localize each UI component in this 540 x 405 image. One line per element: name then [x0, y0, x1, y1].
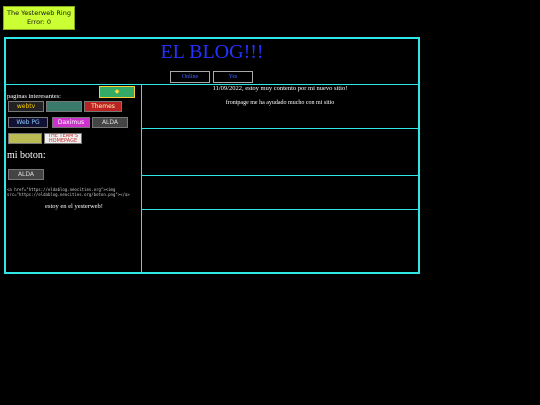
mi-boton-label: mi boton: [7, 150, 46, 161]
button-site-2[interactable] [46, 101, 82, 112]
embed-code: <a href="https://eldablog.neocities.org"… [7, 187, 130, 197]
column-divider [141, 84, 142, 272]
content-area: 11/09/2022, estoy muy contento por mi nu… [142, 85, 418, 272]
sidebar-heading: paginas interesantes: [7, 93, 61, 100]
content-divider-1 [142, 128, 418, 129]
embed-code-line-2: src="https://eldablog.neocities.org/boto… [7, 192, 130, 197]
button-daximus[interactable]: Daximus [52, 117, 90, 128]
header-image-yes: Yes [213, 71, 253, 83]
ring-error: Error: 0 [26, 18, 52, 26]
page-frame: EL BLOG!!! Online Yes ◆ paginas interesa… [4, 37, 420, 274]
header-image-online: Online [170, 71, 210, 83]
sidebar-badge[interactable]: ◆ [99, 86, 135, 98]
button-alda[interactable]: ALDA [92, 117, 128, 128]
content-divider-2 [142, 175, 418, 176]
page-title: EL BLOG!!! [160, 41, 264, 63]
content-divider-3 [142, 209, 418, 210]
yesterweb-ring-widget[interactable]: The Yesterweb Ring Error: 0 [3, 6, 75, 30]
mi-boton-image[interactable]: ALDA [8, 169, 44, 180]
embed-code-line-1: <a href="https://eldablog.neocities.org"… [7, 187, 116, 192]
post-note: frontpage me ha ayudado mucho con mi sit… [225, 100, 335, 106]
button-site-7[interactable] [8, 133, 42, 144]
button-webtv[interactable]: webtv [8, 101, 44, 112]
button-themes[interactable]: Themes [84, 101, 122, 112]
button-webpg[interactable]: Web PG [8, 117, 48, 128]
header-divider [6, 84, 418, 85]
ring-title: The Yesterweb Ring [7, 9, 71, 17]
sidebar: ◆ paginas interesantes: webtv Themes Web… [7, 85, 141, 272]
yesterweb-text: estoy en el yesterweb! [45, 203, 103, 210]
button-teams-homepage[interactable]: THE TEAM'S HOMEPAGE [44, 133, 82, 144]
post-date-line: 11/09/2022, estoy muy contento por mi nu… [212, 85, 348, 92]
